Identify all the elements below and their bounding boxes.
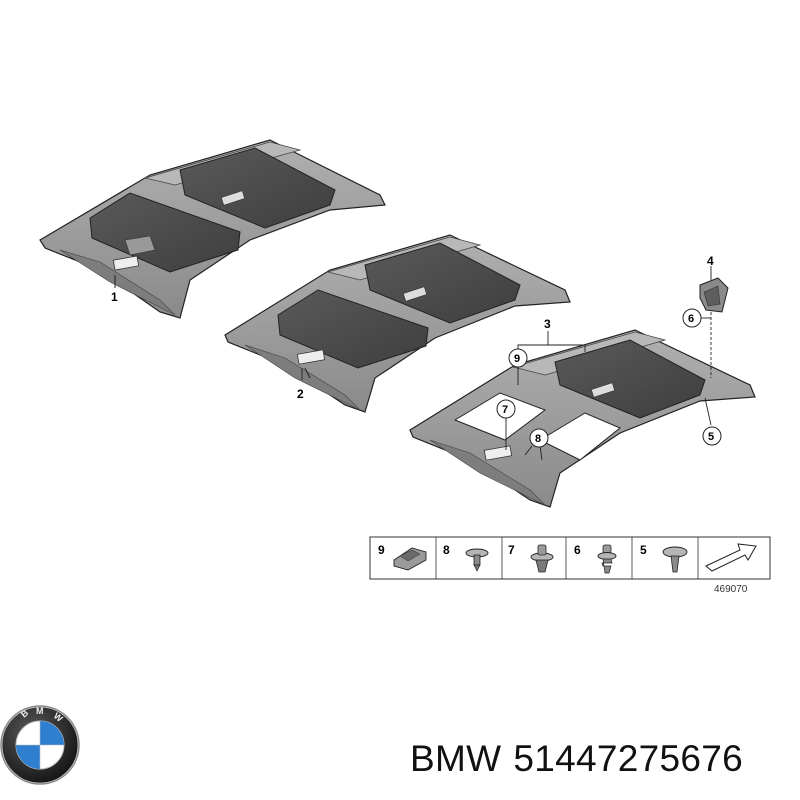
callout-4: 4 — [707, 254, 714, 268]
bracket-part-4 — [699, 277, 729, 378]
callout-8: 8 — [535, 433, 541, 445]
push-rivet-icon — [465, 548, 489, 572]
brand-name: BMW — [410, 738, 502, 779]
bmw-logo: B M W — [0, 705, 80, 785]
fir-tree-clip-icon — [597, 544, 617, 574]
callout-9: 9 — [514, 353, 520, 365]
svg-text:M: M — [36, 706, 44, 716]
callout-3: 3 — [544, 317, 551, 331]
legend-label-5: 5 — [640, 543, 647, 557]
footer-part-label: BMW 51447275676 — [410, 738, 755, 780]
legend-label-7: 7 — [508, 543, 515, 557]
legend-label-6: 6 — [574, 543, 581, 557]
callout-1: 1 — [111, 290, 118, 304]
svg-text:B: B — [19, 707, 31, 719]
callouts: 1 2 3 4 9 7 8 6 5 — [111, 254, 722, 448]
expanding-clip-icon — [530, 544, 554, 573]
callout-7: 7 — [502, 404, 508, 416]
headliner-3 — [409, 329, 756, 508]
headliner-1 — [39, 139, 386, 319]
headliner-2 — [224, 234, 571, 413]
clip-icon — [393, 547, 427, 571]
legend-label-8: 8 — [443, 543, 450, 557]
legend-label-9: 9 — [378, 543, 385, 557]
legend-strip: 9 8 7 6 5 — [369, 536, 771, 595]
callout-2: 2 — [297, 387, 304, 401]
forward-arrow-icon — [705, 543, 757, 572]
push-pin-icon — [662, 546, 688, 573]
callout-5: 5 — [708, 431, 714, 443]
callout-6: 6 — [688, 313, 694, 325]
part-number: 51447275676 — [513, 738, 743, 779]
reference-number: 469070 — [714, 584, 748, 595]
